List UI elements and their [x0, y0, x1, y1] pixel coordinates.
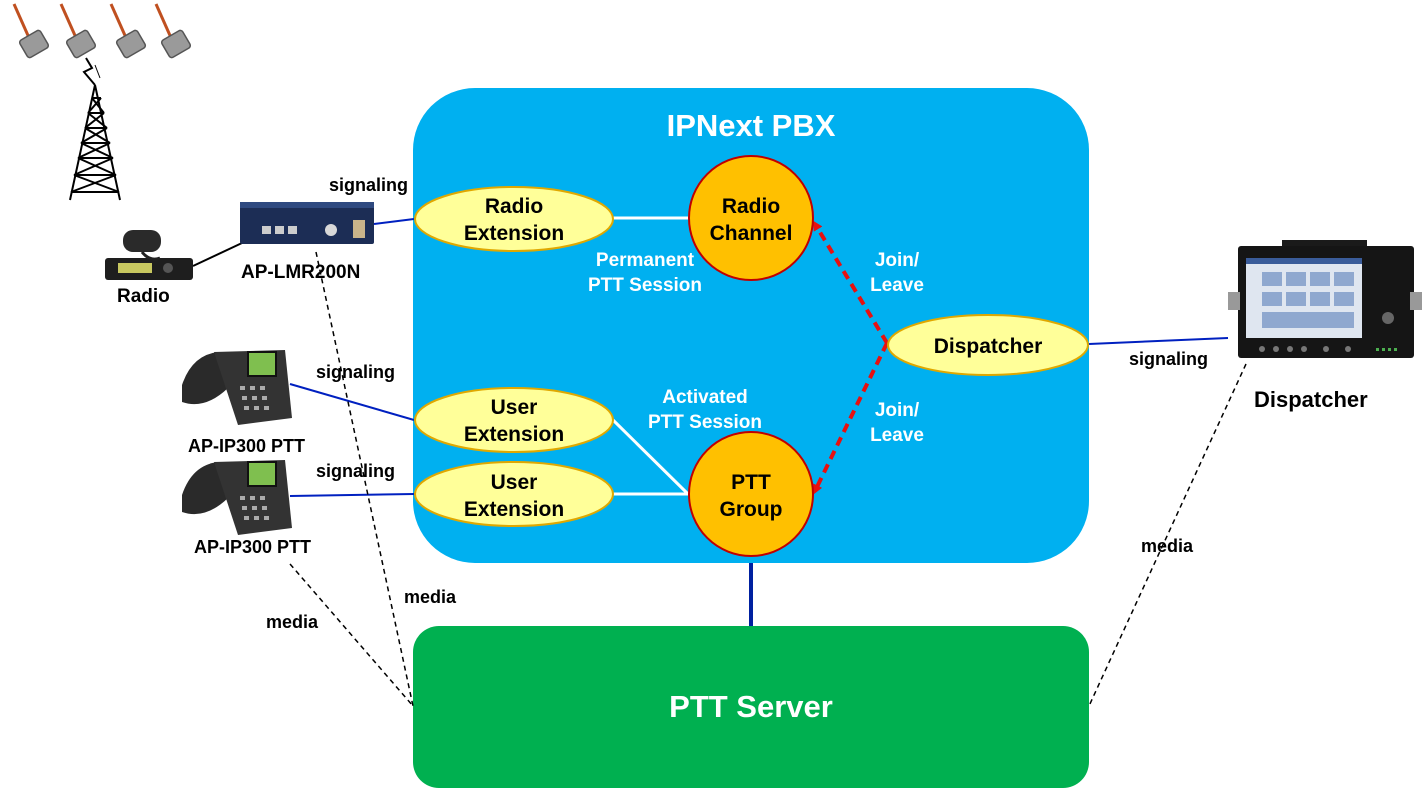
- dispatcher-node-label: Dispatcher: [933, 334, 1043, 358]
- join-leave-label-2: Join/Leave: [870, 400, 924, 446]
- join-arrow-ptt-group: [813, 342, 889, 495]
- signal-line-dispatcher: [1088, 337, 1229, 345]
- ptt-server-title: PTT Server: [669, 689, 833, 724]
- phone-device-label-2: AP-IP300 PTT: [194, 537, 312, 557]
- join-leave-label-1: Join/Leave: [870, 250, 924, 296]
- ip-phone-icon-2: [182, 460, 292, 535]
- join-arrow-radio-channel: [812, 220, 889, 345]
- media-line-phone: [289, 563, 414, 707]
- user-ext1-group-link: [611, 418, 690, 496]
- media-label-gateway: media: [404, 587, 457, 607]
- signaling-label-gateway: signaling: [329, 175, 409, 195]
- user-extension-node-2: [414, 461, 614, 527]
- radio-gateway-cable: [192, 242, 243, 267]
- user-extension-node-1: [414, 387, 614, 453]
- radio-device-label: Radio: [117, 286, 170, 307]
- media-label-phone: media: [266, 612, 319, 632]
- signaling-label-phone-1: signaling: [316, 362, 396, 382]
- media-label-dispatcher: media: [1141, 536, 1194, 556]
- vehicle-radio-icon: [105, 230, 193, 280]
- gateway-device-label: AP-LMR200N: [241, 262, 361, 283]
- radio-extension-node: [414, 186, 614, 252]
- handheld-radios-icon: [12, 3, 192, 59]
- dispatcher-console-icon: [1228, 240, 1422, 358]
- signal-line-phone-1: [289, 383, 415, 421]
- signal-line-phone-2: [289, 493, 415, 497]
- ip-phone-icon-1: [182, 350, 292, 425]
- signal-line-gateway: [373, 218, 415, 225]
- dispatcher-device-label: Dispatcher: [1254, 387, 1368, 412]
- media-line-dispatcher: [1088, 363, 1247, 707]
- signaling-label-phone-2: signaling: [316, 461, 396, 481]
- dispatcher-node: [887, 314, 1089, 376]
- radio-tower-icon: [69, 57, 121, 201]
- radio-channel-node: [688, 155, 814, 281]
- ptt-server-box: [413, 626, 1089, 788]
- ptt-group-node: [688, 431, 814, 557]
- gateway-device-icon: [240, 202, 374, 244]
- phone-device-label-1: AP-IP300 PTT: [188, 436, 306, 456]
- signaling-label-dispatcher: signaling: [1129, 349, 1209, 369]
- pbx-title: IPNext PBX: [666, 108, 836, 143]
